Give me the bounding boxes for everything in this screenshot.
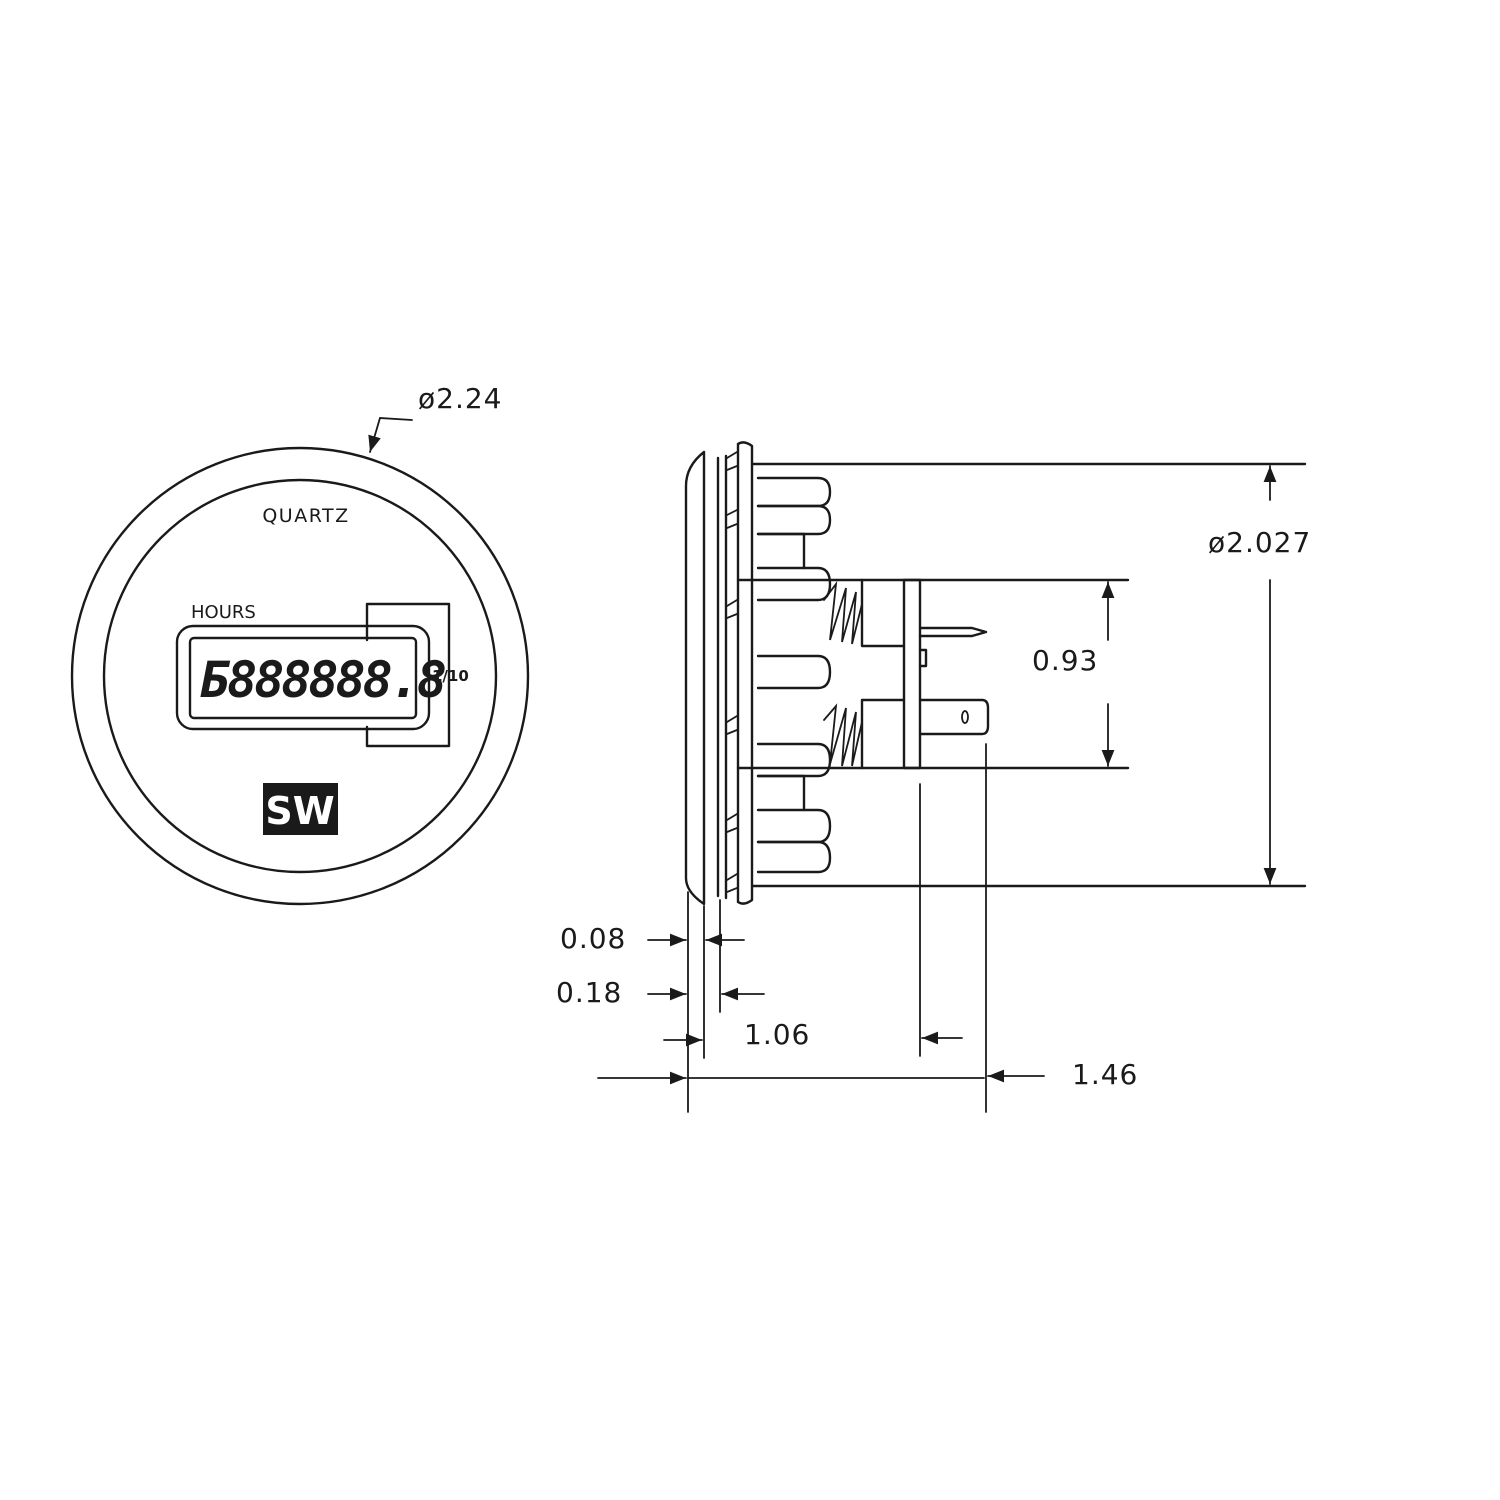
outer-bezel-circle (70, 446, 530, 906)
bezel-thickness-label: 0.08 (560, 922, 626, 955)
lcd-outer-frame (175, 624, 431, 731)
terminal-spacing-label: 0.93 (1032, 644, 1098, 677)
body-diameter-label: ø2.027 (1208, 526, 1311, 559)
lcd-digits: Б888888.8 (200, 651, 445, 709)
sw-logo-text: SW (265, 789, 334, 833)
front-view: QUARTZ HOURS Б888888.8 1/10 SW ø2.24 (70, 382, 530, 906)
side-view: 0.93 ø2.027 0.08 0.18 1.06 1.46 (556, 441, 1311, 1113)
body-depth-label: 1.06 (744, 1018, 810, 1051)
body-ribs (756, 476, 832, 874)
flange-clips (726, 451, 738, 893)
display-bracket (365, 602, 451, 748)
bezel-lens (684, 450, 706, 906)
inner-face-circle (102, 478, 498, 874)
blade-terminal (918, 698, 990, 736)
quartz-label: QUARTZ (262, 505, 349, 527)
front-diameter-label: ø2.24 (418, 382, 502, 415)
pin-terminal (918, 626, 988, 638)
overall-depth-label: 1.46 (1072, 1058, 1138, 1091)
terminal-block (736, 578, 1130, 770)
sw-logo-box (263, 783, 338, 835)
diameter-leader-line (368, 417, 413, 453)
hours-label: HOURS (191, 602, 256, 623)
mounting-flange (736, 441, 754, 905)
lcd-inner-frame (188, 636, 418, 720)
tenths-label: 1/10 (432, 667, 469, 685)
flange-thickness-label: 0.18 (556, 976, 622, 1009)
